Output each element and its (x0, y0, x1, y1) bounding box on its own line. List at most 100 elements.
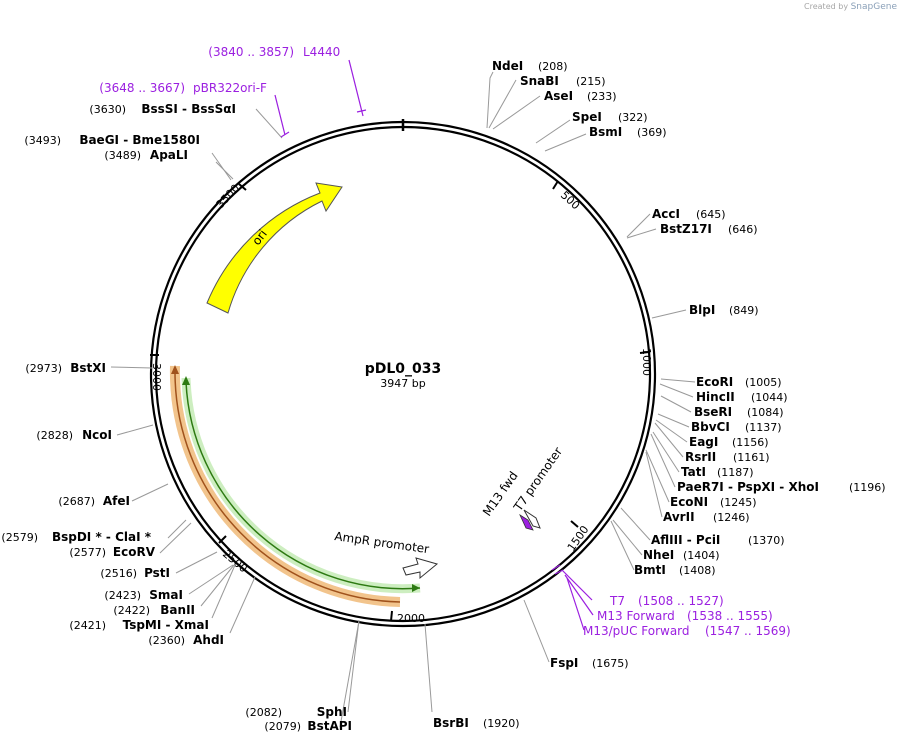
site-pos: (3493) (24, 134, 61, 147)
ampr-promoter-line (185, 381, 421, 590)
site-name[interactable]: TspMI - XmaI (123, 618, 209, 632)
site-name[interactable]: NheI (643, 548, 674, 562)
site-name[interactable]: AccI (652, 207, 680, 221)
site-pos: (2828) (36, 429, 73, 442)
site-pos: (2422) (113, 604, 150, 617)
site-pos: (1920) (483, 717, 520, 730)
site-pos: (645) (696, 208, 726, 221)
plasmid-size: 3947 bp (380, 377, 425, 390)
primer-name[interactable]: M13 Forward (597, 609, 675, 623)
site-pos: (1246) (713, 511, 750, 524)
site-name[interactable]: BstZ17I (660, 222, 712, 236)
site-name[interactable]: TatI (681, 465, 706, 479)
site-name[interactable]: AfeI (103, 494, 130, 508)
ampr-promoter-label: AmpR promoter (334, 529, 430, 556)
site-name[interactable]: BbvCI (691, 420, 730, 434)
site-pos: (646) (728, 223, 758, 236)
site-name[interactable]: BssSI - BssSαI (141, 102, 236, 116)
left-site-labels: SphI (2082) BstAPI (2079) AhdI (2360) Ts… (1, 102, 352, 733)
site-pos: (2082) (245, 706, 282, 719)
site-pos: (3630) (89, 103, 126, 116)
plasmid-name: pDL0_033 (365, 361, 442, 377)
site-name[interactable]: SphI (317, 705, 347, 719)
site-pos: (1370) (748, 534, 785, 547)
site-pos: (2423) (104, 589, 141, 602)
site-pos: (1408) (679, 564, 716, 577)
site-pos: (1187) (717, 466, 754, 479)
ampr-gene-arrowhead (171, 365, 179, 374)
primer-name[interactable]: M13/pUC Forward (583, 624, 690, 638)
primer-name[interactable]: L4440 (303, 45, 340, 59)
site-name[interactable]: EagI (689, 435, 718, 449)
site-name[interactable]: EcoRV (113, 545, 156, 559)
site-pos: (2687) (58, 495, 95, 508)
site-pos: (369) (637, 126, 667, 139)
site-pos: (2360) (148, 634, 185, 647)
ampr-promoter-arrowhead (182, 376, 190, 385)
site-name[interactable]: BaeGI - Bme1580I (79, 133, 200, 147)
primer-range: (1547 .. 1569) (705, 624, 791, 638)
site-pos: (1245) (720, 496, 757, 509)
site-name[interactable]: EcoNI (670, 495, 708, 509)
snapgene-logo: SnapGene (850, 2, 897, 12)
site-name[interactable]: AflIII - PciI (651, 533, 720, 547)
site-pos: (1137) (745, 421, 782, 434)
site-name[interactable]: SnaBI (520, 74, 559, 88)
m13-fwd-feature[interactable] (519, 513, 534, 531)
tick-label-3500: 3500 (214, 182, 243, 211)
tick-marks (150, 180, 650, 622)
site-pos: (2516) (100, 567, 137, 580)
site-name[interactable]: BsrBI (433, 716, 469, 730)
site-name[interactable]: BanII (160, 603, 195, 617)
tick-label-2000: 2000 (397, 612, 425, 625)
site-name[interactable]: AhdI (193, 633, 224, 647)
site-name[interactable]: SmaI (149, 588, 183, 602)
site-pos: (2973) (25, 362, 62, 375)
site-name[interactable]: EcoRI (696, 375, 733, 389)
t7-promoter-feature[interactable] (523, 509, 541, 529)
site-pos: (3489) (104, 149, 141, 162)
site-pos: (2079) (264, 720, 301, 733)
snapgene-credit: Created by SnapGene (804, 2, 897, 12)
site-name[interactable]: BstXI (70, 361, 106, 375)
site-name[interactable]: BstAPI (307, 719, 352, 733)
m13-fwd-label: M13 fwd (480, 469, 521, 519)
right-site-labels: NdeI (208) SnaBI (215) AseI (233) SpeI (… (433, 59, 886, 730)
primer-range: (1508 .. 1527) (638, 594, 724, 608)
site-name[interactable]: AvrII (663, 510, 695, 524)
site-pos: (208) (538, 60, 568, 73)
site-pos: (1044) (751, 391, 788, 404)
ampr-gene-line (174, 371, 401, 603)
primer-name[interactable]: pBR322ori-F (193, 81, 267, 95)
leader-lines-right (424, 71, 696, 713)
primer-lines (274, 59, 594, 631)
site-name[interactable]: BspDI * - ClaI * (52, 530, 152, 544)
primer-range: (3840 .. 3857) (208, 45, 294, 59)
primer-name[interactable]: T7 (609, 594, 625, 608)
site-pos: (2577) (69, 546, 106, 559)
site-name[interactable]: BseRI (694, 405, 732, 419)
site-name[interactable]: PaeR7I - PspXI - XhoI (677, 480, 819, 494)
site-name[interactable]: BlpI (689, 303, 715, 317)
site-name[interactable]: PstI (144, 566, 170, 580)
tick-label-1000: 1000 (640, 348, 653, 376)
site-name[interactable]: BsmI (589, 125, 622, 139)
site-name[interactable]: AseI (544, 89, 573, 103)
leader-lines-left (110, 108, 360, 728)
site-pos: (233) (587, 90, 617, 103)
ori-feature-arrow[interactable] (206, 182, 343, 314)
site-name[interactable]: NdeI (492, 59, 523, 73)
tick-label-3000: 3000 (150, 363, 163, 391)
site-name[interactable]: FspI (550, 656, 578, 670)
site-name[interactable]: SpeI (572, 110, 602, 124)
primer-range: (1538 .. 1555) (687, 609, 773, 623)
site-pos: (2579) (1, 531, 38, 544)
ampr-promoter-arrow[interactable] (402, 557, 439, 580)
site-name[interactable]: RsrII (685, 450, 716, 464)
site-name[interactable]: BmtI (634, 563, 666, 577)
site-name[interactable]: HincII (696, 390, 735, 404)
site-name[interactable]: NcoI (82, 428, 112, 442)
site-pos: (1156) (732, 436, 769, 449)
site-name[interactable]: ApaLI (150, 148, 188, 162)
